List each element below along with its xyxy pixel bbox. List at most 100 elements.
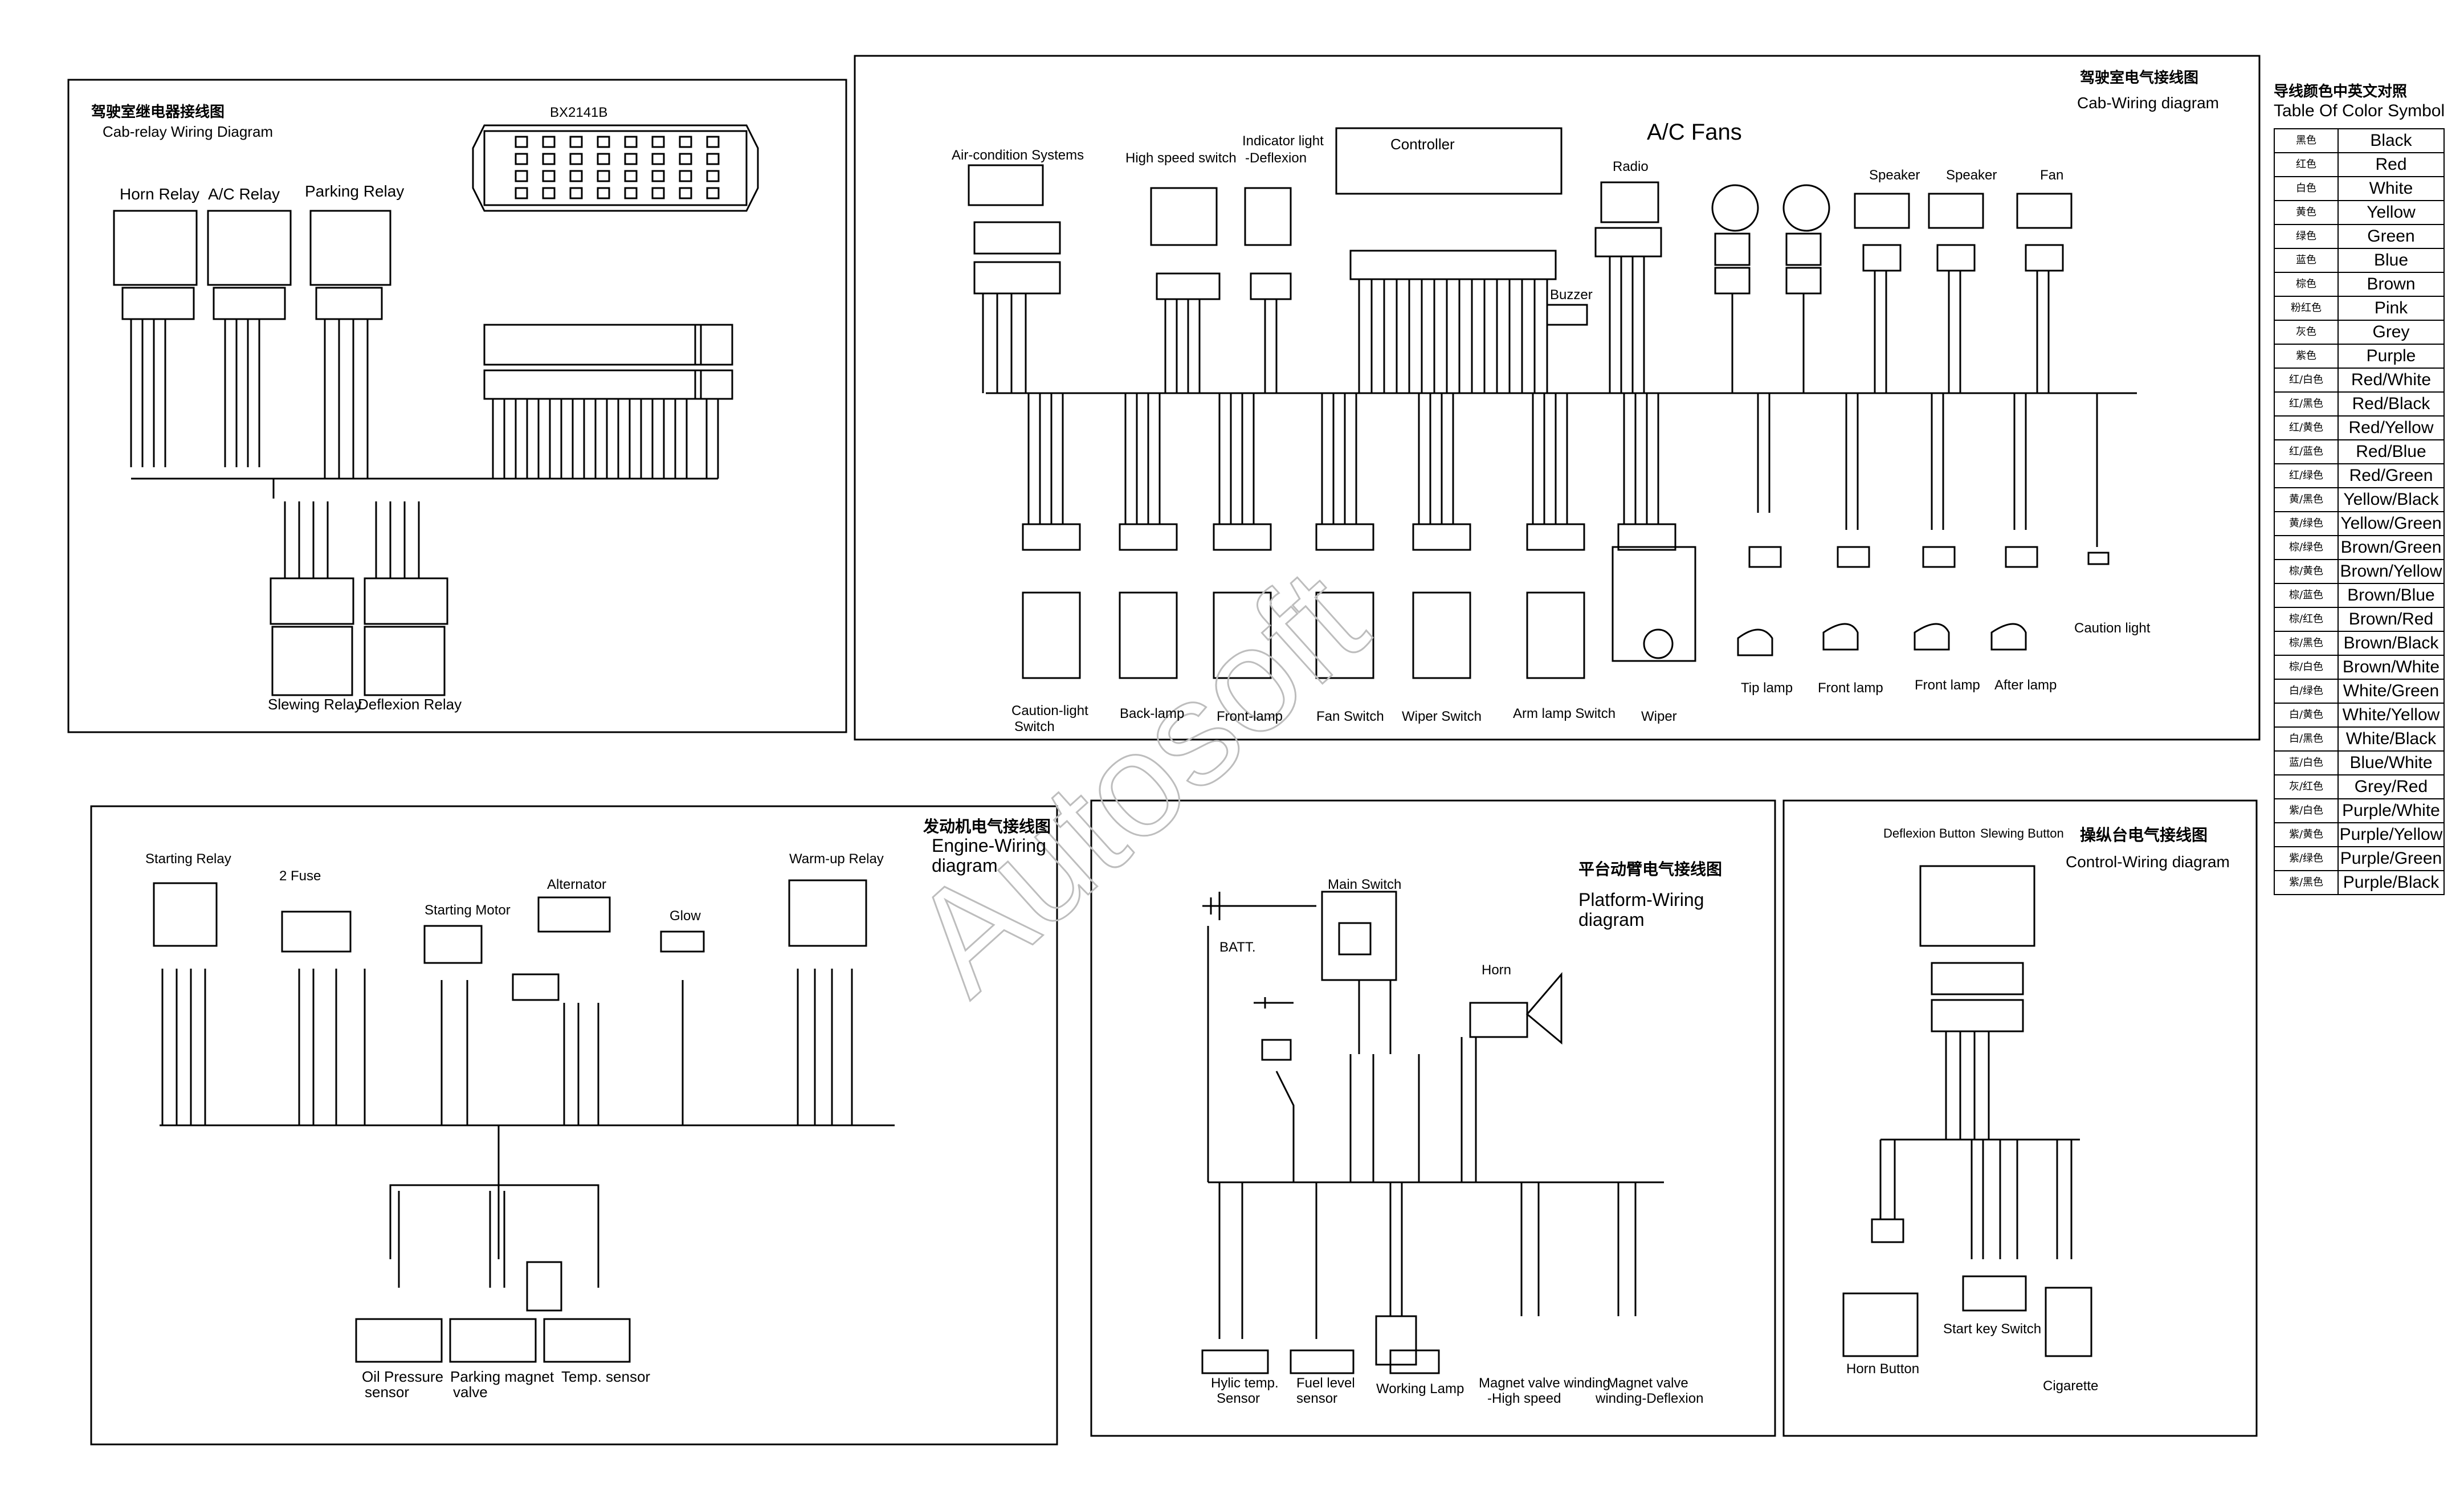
color-en: Red xyxy=(2337,152,2445,177)
color-cn: 棕/绿色 xyxy=(2274,535,2339,560)
color-cn: 红色 xyxy=(2274,152,2339,177)
fan-block xyxy=(2016,193,2073,393)
switch-body xyxy=(1412,591,1471,679)
color-en: Brown/Green xyxy=(2337,535,2445,560)
alternator xyxy=(512,896,611,1125)
parking-valve-label: Parking magnet xyxy=(450,1368,554,1385)
ac-fans-label: A/C Fans xyxy=(1647,120,1742,145)
mv-high-label: Magnet valve winding xyxy=(1479,1375,1610,1391)
speaker-2 xyxy=(1928,193,1984,393)
fan-label: Fan xyxy=(2040,168,2063,183)
color-en: White xyxy=(2337,176,2445,201)
color-cn: 紫色 xyxy=(2274,344,2339,369)
front-lamp-2-label: Front lamp xyxy=(1915,677,1980,693)
switch-connector xyxy=(1213,523,1272,551)
horn-unit xyxy=(1461,971,1563,1182)
oil-pressure-label: Oil Pressure xyxy=(362,1368,443,1385)
cab-relay-title-en: Cab-relay Wiring Diagram xyxy=(103,123,273,140)
parking-relay-label: Parking Relay xyxy=(305,182,404,200)
color-en: Brown/Blue xyxy=(2337,583,2445,608)
starting-relay-label: Starting Relay xyxy=(145,851,231,867)
indicator-light-block xyxy=(1244,187,1292,393)
control-title-en: Control-Wiring diagram xyxy=(2066,853,2230,871)
starting-motor-label: Starting Motor xyxy=(425,903,511,918)
color-en: Blue xyxy=(2337,248,2445,273)
platform-title-en: Platform-Wiring xyxy=(1578,889,1704,910)
engine-title-en: Engine-Wiring xyxy=(932,835,1046,856)
color-cn: 紫/黄色 xyxy=(2274,822,2339,847)
parking-valve-label-2: valve xyxy=(453,1383,488,1401)
color-en: Red/Yellow xyxy=(2337,415,2445,440)
color-en: Purple/Black xyxy=(2337,870,2445,895)
indicator-light-label: Indicator light xyxy=(1242,133,1324,149)
parking-relay-block xyxy=(309,210,391,479)
slewing-relay-label: Slewing Relay xyxy=(268,696,362,713)
fuse-cell xyxy=(651,153,665,165)
controller-block xyxy=(1335,127,1563,393)
fuse-cell xyxy=(515,187,528,199)
color-cn: 棕/红色 xyxy=(2274,607,2339,632)
engine-panel xyxy=(90,805,1058,1446)
horn-relay-block xyxy=(113,210,198,467)
color-cn: 绿色 xyxy=(2274,224,2339,249)
lamp-tip xyxy=(1737,393,1782,656)
color-cn: 棕/黑色 xyxy=(2274,631,2339,656)
color-en: Red/Green xyxy=(2337,463,2445,488)
color-en: Purple/White xyxy=(2337,798,2445,823)
ac-fan-1 xyxy=(1711,184,1759,393)
buzzer-label: Buzzer xyxy=(1550,287,1593,303)
fuse-2 xyxy=(281,911,366,1125)
engine-title-cn: 发动机电气接线图 xyxy=(923,817,1051,836)
glow-label: Glow xyxy=(670,908,701,924)
color-en: Blue/White xyxy=(2337,750,2445,775)
fan-switch-label: Fan Switch xyxy=(1316,709,1384,724)
color-cn: 黄色 xyxy=(2274,200,2339,225)
batt-label: BATT. xyxy=(1219,940,1256,955)
front-lamp-switch-label: Front-lamp xyxy=(1217,709,1283,724)
starting-motor xyxy=(423,925,483,1125)
fuse-cell xyxy=(624,187,638,199)
color-en: Grey/Red xyxy=(2337,774,2445,799)
color-cn: 红/黄色 xyxy=(2274,415,2339,440)
switch-body xyxy=(1213,591,1272,679)
color-en: Purple xyxy=(2337,344,2445,369)
fuse-cell xyxy=(597,136,610,148)
switch-connector xyxy=(1022,523,1081,551)
fuse-cell xyxy=(597,187,610,199)
fuse-label: 2 Fuse xyxy=(279,868,321,884)
fuse-box-bx2141b xyxy=(472,124,759,212)
fuse-cell xyxy=(569,136,583,148)
fuse-cell xyxy=(679,187,692,199)
deflexion-relay-block xyxy=(364,501,448,696)
ac-fan-2 xyxy=(1782,184,1830,393)
mv-defl-label: Magnet valve xyxy=(1607,1375,1688,1391)
wiper-connector xyxy=(1617,523,1676,551)
fuse-cell xyxy=(624,136,638,148)
switch-connector xyxy=(1412,523,1471,551)
color-en: White/Black xyxy=(2337,726,2445,752)
lamp-front-1 xyxy=(1822,393,1870,651)
fuse-cell xyxy=(542,153,556,165)
aircon-block xyxy=(968,164,1061,393)
color-cn: 紫/黑色 xyxy=(2274,870,2339,895)
deflexion-relay-label: Deflexion Relay xyxy=(358,696,462,713)
color-en: Brown/White xyxy=(2337,655,2445,680)
